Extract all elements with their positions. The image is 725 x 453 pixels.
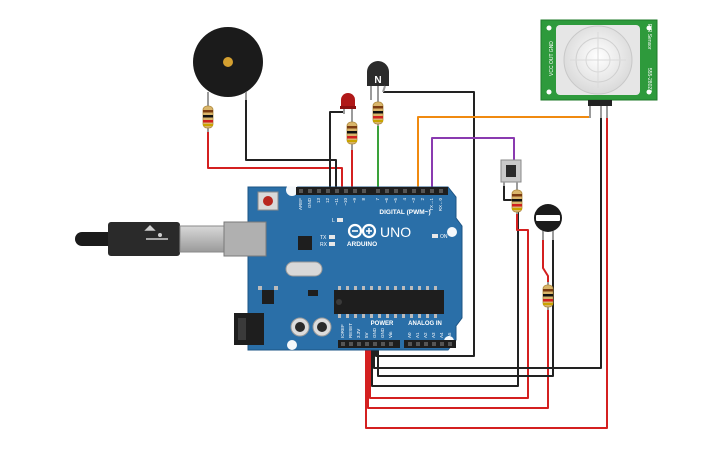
analog-pin-label: A0 [407,332,412,338]
analog-label: ANALOG IN [408,321,442,327]
piezo-buzzer[interactable] [193,27,263,104]
pir-part-number: 555-28027 [646,68,652,92]
wire-buzzer-red[interactable] [207,128,343,190]
pir-title: PIR Sensor [646,24,652,50]
digital-pin-label: 12 [325,198,330,204]
microcontroller-chip [334,290,444,314]
wire-motor-black[interactable] [377,238,554,377]
digital-label: DIGITAL (PWM~) [379,209,430,216]
power-pin-label: GND [380,327,385,338]
analog-header[interactable] [404,340,456,348]
digital-pin-labels: AREF GND 13 12 ~11 ~10 ~9 8 7 ~6 ~5 4 ~3 2 TX→1 RX←0 [298,197,443,211]
rx-led-label: RX [320,242,328,248]
analog-pin-label: A4 [439,332,444,338]
resistor-buzzer[interactable] [202,100,214,132]
digital-pin-label: RX←0 [438,198,443,212]
digital-pin-label: ~9 [352,198,357,204]
wire-pir-black[interactable] [373,117,602,369]
power-pin-label: 3.3V [356,329,361,338]
power-pin-label: Vin [388,331,393,338]
analog-pin-label: A1 [415,332,420,338]
power-pin-label: 5V [364,332,369,338]
power-pin-label: IOREF [340,324,345,338]
model-label: UNO [380,224,411,240]
arduino-logo [347,223,377,239]
usb-icon [144,225,168,240]
digital-header[interactable] [296,187,448,195]
wire-pir-orange[interactable] [417,116,590,190]
brand-label: ARDUINO [347,241,377,248]
wire-button-purple[interactable] [431,137,515,190]
digital-pin-label: 13 [316,198,321,204]
power-label: POWER [371,321,394,327]
wire-motor-lead[interactable] [542,238,549,286]
wire-transistor-black[interactable] [375,91,475,357]
crystal [285,261,323,277]
digital-pin-label: 7 [375,198,380,201]
wire-pir-red[interactable] [365,117,608,429]
pir-sensor[interactable]: VCC OUT GND PIR Sensor 555-28027 [540,19,658,118]
wire-button-black[interactable] [371,184,519,387]
resistor-transistor[interactable] [372,100,384,126]
analog-pin-label: A2 [423,332,428,338]
resistor-led[interactable] [346,116,358,150]
arduino-uno-board[interactable]: AREF GND 13 12 ~11 ~10 ~9 8 7 ~6 ~5 4 ~3 2 TX→1 RX←0 DI… [223,184,463,351]
wires [207,91,608,429]
transistor-label: N [374,75,381,86]
digital-pin-label: ~6 [384,198,389,204]
vibration-motor[interactable] [534,204,562,240]
digital-pin-label: ~11 [334,198,339,206]
tx-led-label: TX [320,235,327,241]
wire-button-red[interactable] [369,213,529,399]
digital-pin-label: TX→1 [429,198,434,211]
digital-pin-label: GND [307,197,312,208]
red-led[interactable] [340,93,356,118]
npn-transistor[interactable]: N [367,61,389,104]
digital-pin-label: ~10 [343,198,348,206]
resistor-motor[interactable] [542,282,554,310]
power-pin-label: RESET [348,323,353,338]
digital-pin-label: AREF [298,198,303,210]
on-led-label: ON [440,234,448,240]
analog-pin-label: A3 [431,332,436,338]
reset-button[interactable] [263,196,273,206]
wire-motor-red[interactable] [367,308,549,409]
l-led-label: L [332,218,335,224]
digital-pin-label: 4 [402,198,407,201]
digital-pin-label: ~5 [393,198,398,204]
digital-pin-label: 2 [420,198,425,201]
analog-pin-label: A5 [447,332,452,338]
power-pin-label: GND [372,327,377,338]
wire-led-black[interactable] [329,111,344,190]
wire-buzzer-black[interactable] [245,92,337,190]
pir-pin-label: VCC OUT GND [549,41,555,76]
digital-pin-label: ~3 [411,198,416,204]
push-button[interactable] [500,159,522,190]
digital-pin-label: 8 [361,198,366,201]
resistor-button[interactable] [511,188,523,214]
